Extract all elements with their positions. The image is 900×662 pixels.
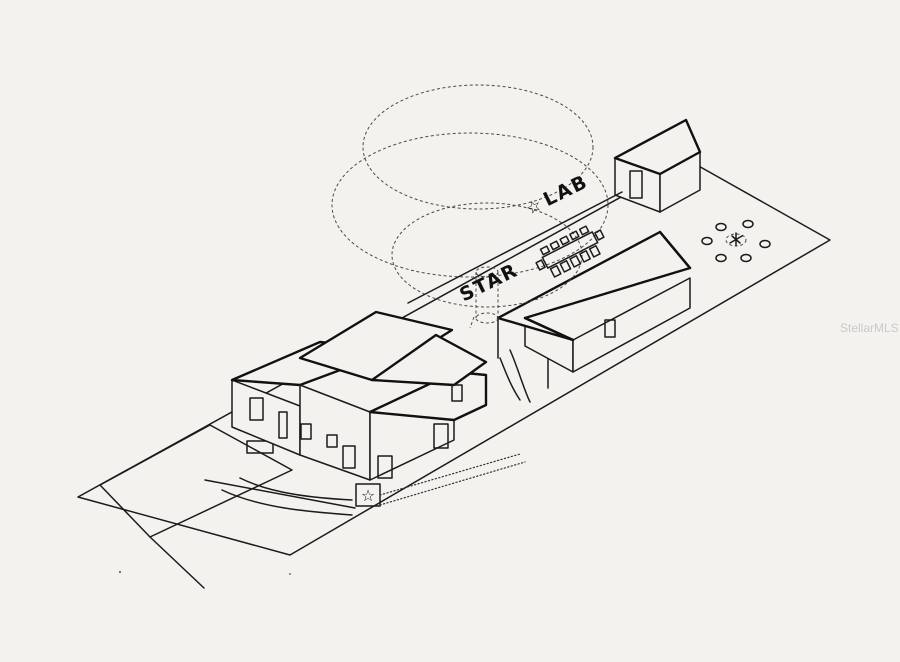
walkway: [221, 477, 353, 516]
orbit-ellipses: [331, 84, 609, 308]
garden-path-right: [509, 349, 531, 403]
garden-path-left: [499, 357, 521, 401]
star-marker-icon: ☆: [361, 486, 375, 505]
firepit-icon: [725, 233, 747, 247]
speck: [289, 573, 291, 575]
label-star: STAR: [456, 259, 522, 306]
watermark: StellarMLS: [840, 321, 899, 335]
telescope-cylinder: [469, 266, 499, 329]
speck: [118, 570, 122, 574]
axis-line: [407, 191, 623, 304]
lot-boundary: [77, 159, 831, 556]
main-house: ☆: [230, 310, 488, 507]
dining-table: [535, 225, 605, 278]
fire-pit-area: [701, 219, 771, 263]
dotted-path-a: [379, 461, 526, 506]
label-lab: LAB: [540, 170, 592, 211]
driveway: [99, 424, 356, 589]
back-cabin: [613, 118, 702, 213]
long-shed: [496, 230, 692, 373]
porch-steps: [246, 440, 274, 454]
dotted-path-b: [379, 453, 521, 496]
